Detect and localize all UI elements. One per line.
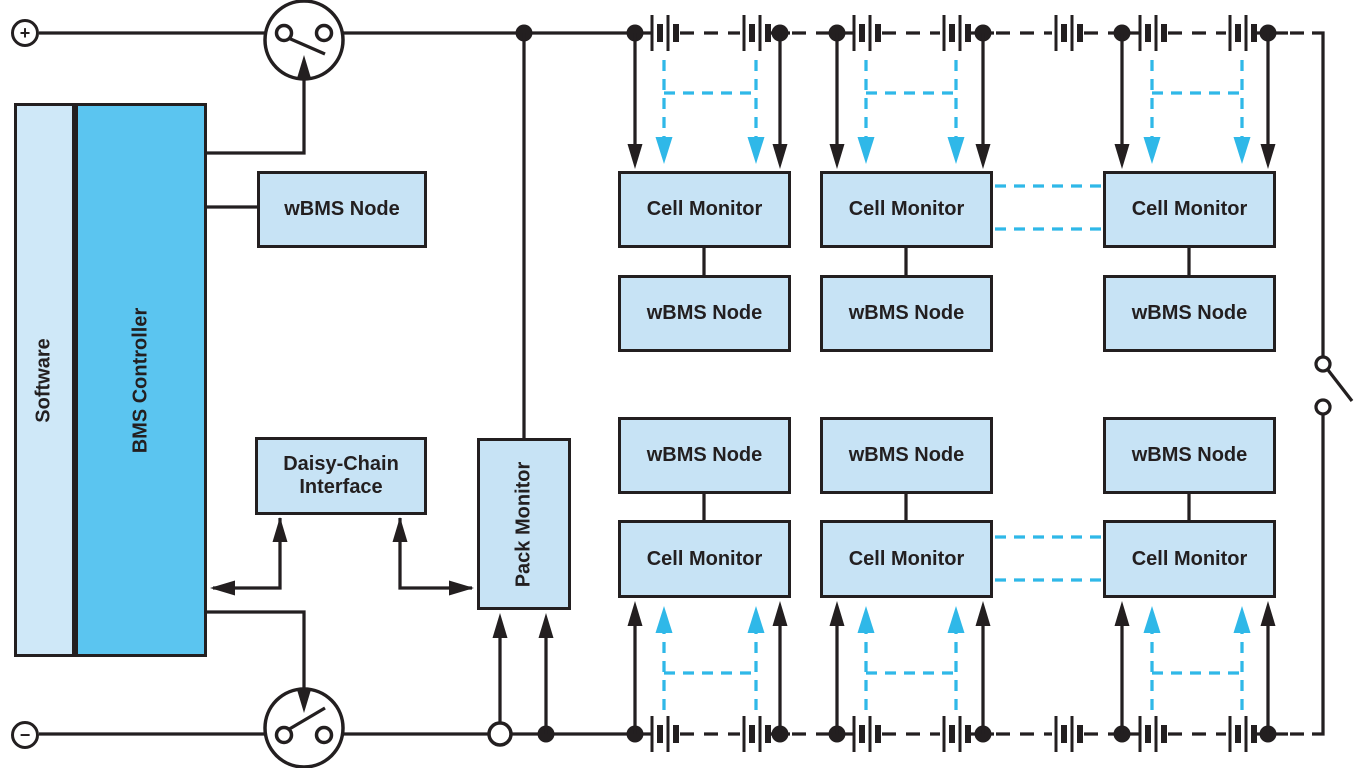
wbms-node-label: wBMS Node bbox=[646, 302, 763, 324]
negative-terminal-label: − bbox=[19, 725, 31, 745]
bms-controller-block: BMS Controller bbox=[75, 103, 207, 657]
wbms-node-label: wBMS Node bbox=[848, 444, 965, 466]
pack-monitor-label: Pack Monitor bbox=[512, 461, 535, 587]
cell-monitor-block-top-1: Cell Monitor bbox=[618, 171, 791, 248]
cell-monitor-label: Cell Monitor bbox=[848, 547, 965, 570]
cell-tap-arrows bbox=[633, 33, 1270, 734]
bottom-contactor-icon bbox=[263, 687, 345, 768]
cell-monitor-label: Cell Monitor bbox=[1131, 198, 1248, 220]
cell-monitor-block-bottom-2: Cell Monitor bbox=[820, 520, 993, 598]
top-power-bus bbox=[39, 31, 1325, 736]
cell-monitor-block-top-2: Cell Monitor bbox=[820, 171, 993, 248]
wbms-node-block-bottom-3: wBMS Node bbox=[1103, 417, 1276, 494]
wbms-node-block-top-3: wBMS Node bbox=[1103, 275, 1276, 352]
wbms-node-label: wBMS Node bbox=[1131, 302, 1248, 324]
wbms-node-block-bottom-1: wBMS Node bbox=[618, 417, 791, 494]
wbms-node-label: wBMS Node bbox=[284, 198, 400, 220]
cell-monitor-label: Cell Monitor bbox=[848, 198, 965, 220]
wbms-node-block-top-2: wBMS Node bbox=[820, 275, 993, 352]
junction-dot-icons bbox=[515, 24, 1277, 743]
battery-cell-icons bbox=[652, 15, 1254, 752]
cell-monitor-label: Cell Monitor bbox=[646, 547, 763, 570]
wbms-node-block-bottom-2: wBMS Node bbox=[820, 417, 993, 494]
wbms-node-label: wBMS Node bbox=[1131, 444, 1248, 466]
software-label: Software bbox=[33, 337, 55, 423]
bms-controller-label: BMS Controller bbox=[129, 307, 152, 453]
positive-terminal: + bbox=[11, 19, 39, 47]
cell-monitor-block-top-3: Cell Monitor bbox=[1103, 171, 1276, 248]
positive-terminal-label: + bbox=[19, 23, 31, 43]
pack-disconnect-switch-icon bbox=[1314, 355, 1354, 416]
cell-monitor-label: Cell Monitor bbox=[646, 198, 763, 220]
cell-monitor-block-bottom-1: Cell Monitor bbox=[618, 520, 791, 598]
open-junction-icon bbox=[487, 721, 513, 747]
controller-wbms-node-block: wBMS Node bbox=[257, 171, 427, 248]
wbms-node-label: wBMS Node bbox=[646, 444, 763, 466]
cell-monitor-label: Cell Monitor bbox=[1131, 547, 1248, 570]
cyan-dashed-link-icons bbox=[662, 60, 1244, 710]
software-panel: Software bbox=[14, 103, 75, 657]
controller-links bbox=[207, 33, 1191, 734]
wbms-node-block-top-1: wBMS Node bbox=[618, 275, 791, 352]
cell-monitor-block-bottom-3: Cell Monitor bbox=[1103, 520, 1276, 598]
negative-terminal: − bbox=[11, 721, 39, 749]
pack-monitor-block: Pack Monitor bbox=[477, 438, 571, 610]
daisy-chain-interface-label: Daisy-Chain Interface bbox=[283, 453, 399, 498]
daisy-chain-interface-block: Daisy-Chain Interface bbox=[255, 437, 427, 515]
wbms-node-label: wBMS Node bbox=[848, 302, 965, 324]
